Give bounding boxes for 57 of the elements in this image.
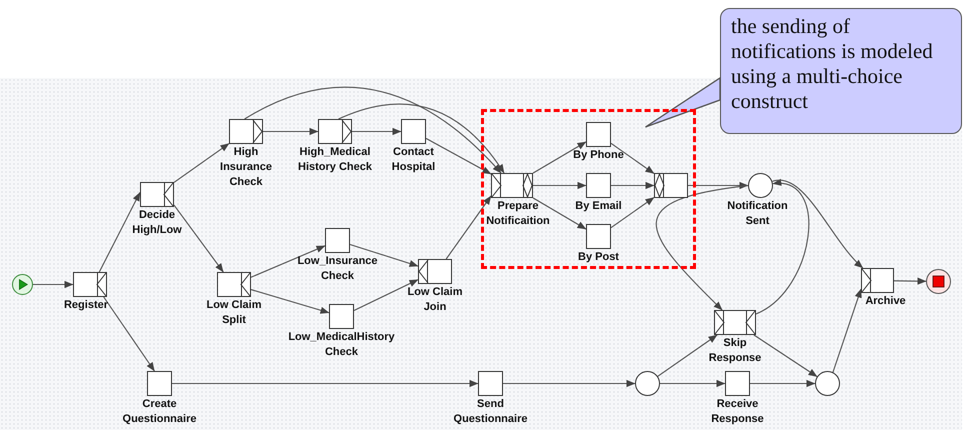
task-box (654, 173, 688, 198)
arrow (894, 278, 926, 285)
arrow (503, 380, 636, 388)
task-label: Notification Sent (726, 199, 789, 229)
task-label: Receive Response (710, 397, 765, 427)
task-label: Prepare Notificaition (485, 199, 551, 229)
dashed-region (481, 109, 696, 269)
arrow (772, 180, 864, 268)
callout-text: the sending of notifications is modeled using a multi-choice construct (731, 14, 933, 113)
task-label: Low_MedicalHistory Check (287, 330, 396, 360)
task-label: Low_Insurance Check (296, 254, 379, 284)
task-label: Low Claim Join (406, 285, 464, 315)
arrow (174, 204, 224, 272)
task-label: By Phone (573, 148, 624, 163)
arrow (33, 280, 74, 288)
arrow (656, 185, 748, 310)
arrow (244, 87, 502, 174)
arrow (754, 334, 818, 378)
arrow (174, 143, 230, 183)
arrow (354, 279, 418, 311)
arrow (98, 192, 140, 272)
arrow (426, 138, 492, 174)
arrow (350, 244, 418, 267)
arrow (250, 245, 326, 278)
arrow (172, 380, 478, 388)
task-label: Decide High/Low (131, 208, 183, 238)
arrow (533, 182, 586, 190)
task-label: Register (64, 298, 108, 313)
callout-pointer (644, 76, 721, 128)
task-label: Create Questionnaire (122, 397, 198, 427)
arrow (688, 182, 748, 190)
arrow (756, 180, 810, 314)
arrow (660, 380, 726, 388)
arrow (352, 128, 402, 136)
task-label: Low Claim Split (205, 298, 262, 328)
arrow (532, 141, 586, 174)
arrow (750, 380, 816, 388)
arrow (832, 288, 862, 372)
task-label: Archive (865, 294, 906, 309)
task-label: High_Medical History Check (297, 145, 373, 175)
task-label: High Insurance Check (219, 145, 273, 190)
arrow (610, 142, 654, 174)
arrow (338, 104, 505, 174)
arrow (263, 128, 318, 136)
arrow (611, 182, 654, 190)
arrow (657, 334, 718, 377)
task-label: By Email (575, 199, 622, 214)
task-label: Skip Response (708, 336, 762, 366)
callout-bubble (720, 8, 962, 134)
arrow (446, 196, 492, 260)
arrow (250, 289, 330, 314)
task-label: By Post (578, 250, 619, 265)
arrow (532, 197, 586, 230)
arrow (103, 296, 155, 372)
arrow (610, 197, 654, 228)
task-label: Contact Hospital (390, 145, 436, 175)
task-label: Send Questionnaire (452, 397, 528, 427)
